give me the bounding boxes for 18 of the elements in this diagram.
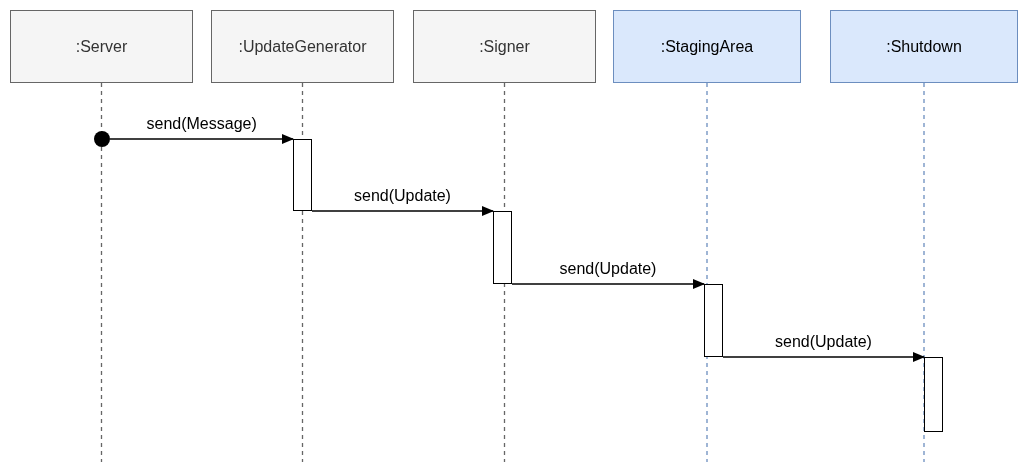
message-arrow	[722, 352, 925, 362]
start-dot	[94, 131, 110, 147]
lifeline-header: :Shutdown	[830, 10, 1018, 83]
activation-bar	[493, 211, 512, 284]
lifeline-header: :UpdateGenerator	[211, 10, 394, 83]
lifeline-header: :Signer	[413, 10, 596, 83]
message-label: send(Update)	[354, 187, 451, 205]
message-label: send(Message)	[146, 115, 257, 133]
message-arrow	[511, 279, 705, 289]
lifeline-header: :StagingArea	[613, 10, 801, 83]
lifeline-header: :Server	[10, 10, 193, 83]
activation-bar	[924, 357, 943, 432]
message-arrow	[109, 134, 294, 144]
activation-bar	[293, 139, 312, 211]
message-label: send(Update)	[559, 260, 657, 278]
activation-bar	[704, 284, 723, 357]
message-label: send(Update)	[775, 333, 872, 351]
message-arrow	[311, 206, 494, 216]
